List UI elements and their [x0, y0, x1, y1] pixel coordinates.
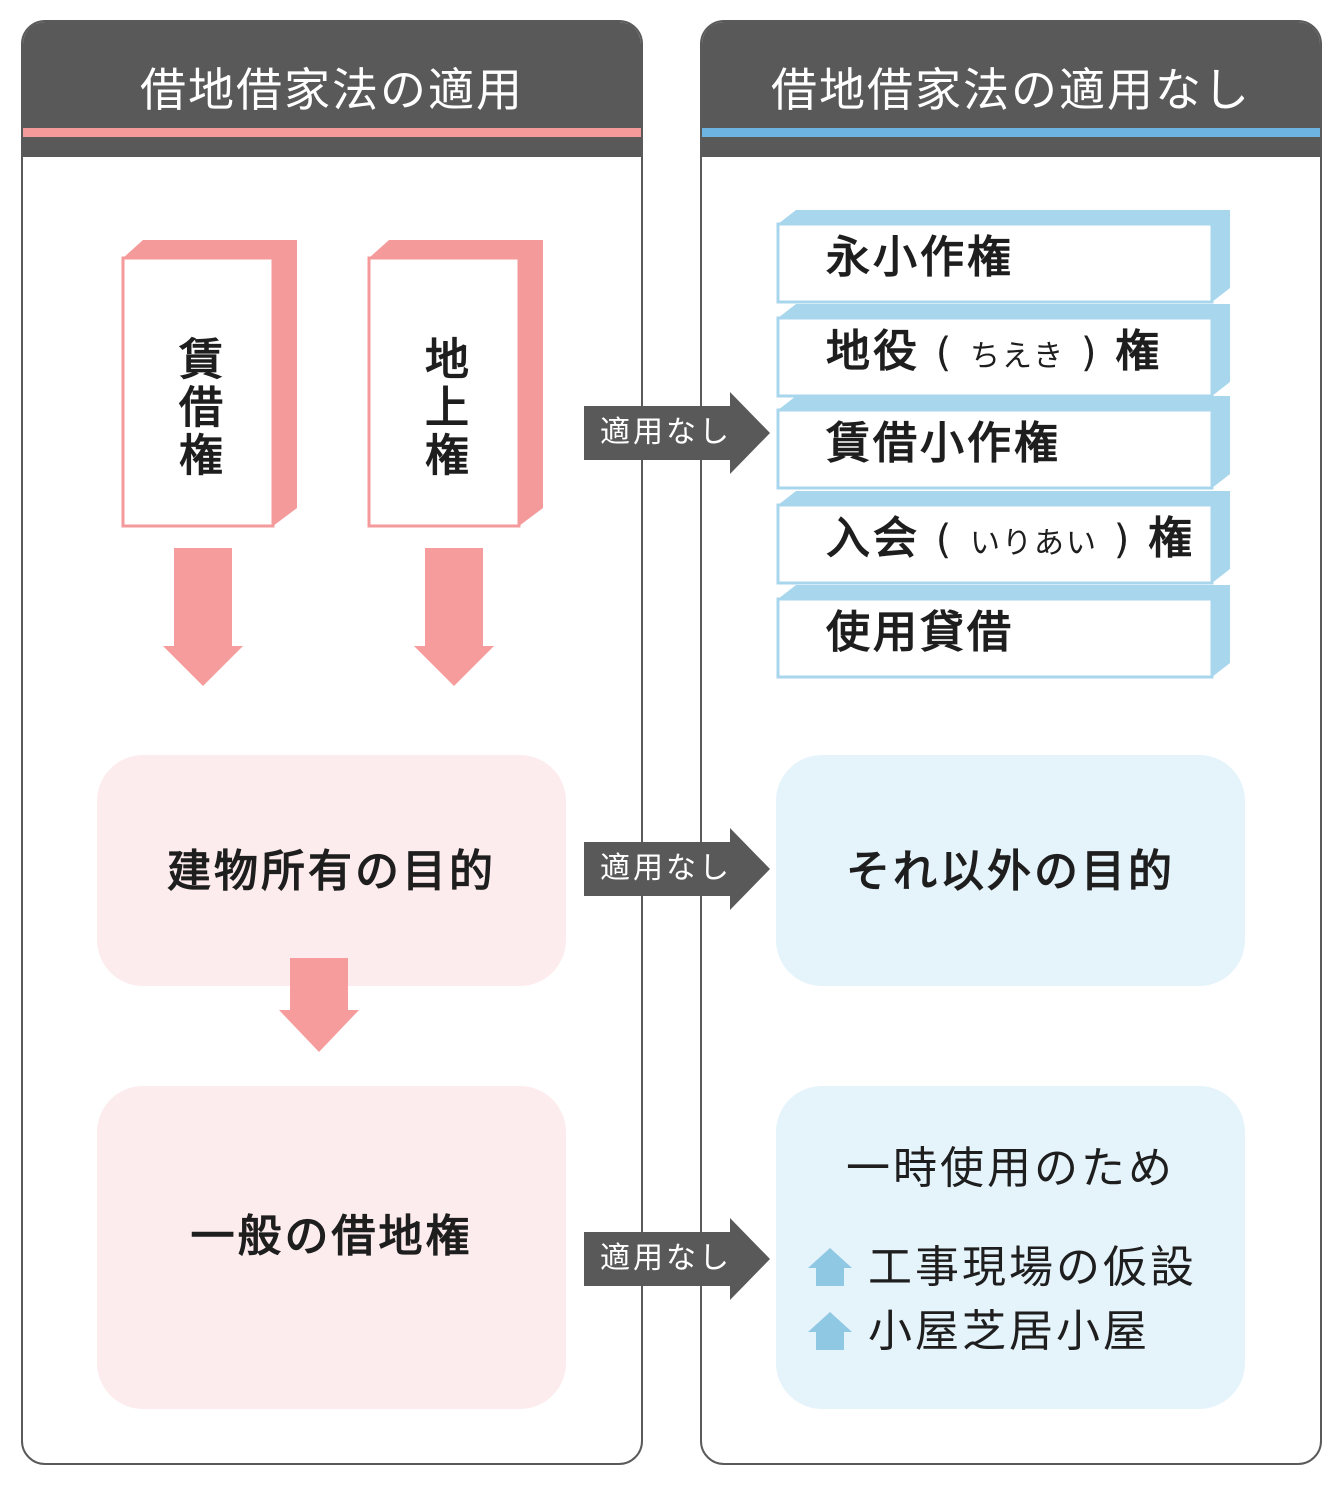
right-panel-title: 借地借家法の適用なし — [771, 63, 1251, 117]
result-label: 一般の借地権 — [190, 1211, 473, 1262]
down-arrow-icon — [414, 548, 494, 686]
arrow-label: 適用なし — [600, 415, 732, 450]
right-item-label: 賃借小作権 — [826, 418, 1061, 469]
general-leasehold-box: 一般の借地権 — [97, 1086, 566, 1409]
right-item-label: 永小作権 — [826, 232, 1014, 283]
left-header-accent-bar — [23, 128, 641, 137]
house-icon — [808, 1248, 852, 1286]
down-arrow-icon — [163, 548, 243, 686]
right-item-iriaiken: 入会 ( いりあい ) 権 — [776, 489, 1232, 585]
right-item-label: 使用貸借 — [826, 607, 1014, 658]
house-icon — [808, 1312, 852, 1350]
right-item-label: 地役 ( ちえき ) 権 — [826, 326, 1163, 377]
arrow-label: 適用なし — [600, 1241, 732, 1276]
right-header-accent-bar — [702, 128, 1320, 137]
temporary-use-item: 小屋芝居小屋 — [868, 1306, 1150, 1357]
not-applicable-arrow: 適用なし — [584, 828, 770, 910]
other-purpose-box: それ以外の目的 — [776, 755, 1245, 986]
right-item-chinshakukosakuken: 賃借小作権 — [776, 394, 1232, 490]
right-item-shiyoutaishaku: 使用貸借 — [776, 583, 1232, 679]
right-item-chiekiken: 地役 ( ちえき ) 権 — [776, 302, 1232, 398]
right-item-main: 地役 — [826, 326, 920, 377]
temporary-use-title: 一時使用のため — [846, 1143, 1175, 1194]
right-item-suffix: 権 — [1148, 513, 1196, 564]
right-item-main: 入会 — [826, 513, 920, 564]
arrow-label: 適用なし — [600, 851, 732, 886]
not-applicable-arrow: 適用なし — [584, 392, 770, 474]
down-arrow-icon — [279, 958, 359, 1052]
other-purpose-label: それ以外の目的 — [846, 846, 1175, 897]
temporary-use-item: 工事現場の仮設 — [868, 1242, 1197, 1293]
book-label: 地上権 — [417, 336, 468, 480]
building-ownership-purpose-box: 建物所有の目的 — [97, 755, 566, 986]
right-panel-header: 借地借家法の適用なし — [702, 22, 1320, 157]
book-label: 賃借権 — [171, 336, 222, 480]
reading-label: いりあい — [970, 526, 1099, 561]
book-chijouken: 地上権 — [367, 238, 543, 528]
left-panel-title: 借地借家法の適用 — [140, 63, 524, 117]
temporary-use-box: 一時使用のため — [776, 1086, 1245, 1409]
right-item-label: 入会 ( いりあい ) 権 — [826, 513, 1196, 564]
not-applicable-arrow: 適用なし — [584, 1218, 770, 1300]
right-item-eikosakuken: 永小作権 — [776, 208, 1232, 304]
right-item-suffix: 権 — [1115, 326, 1163, 377]
reading-label: ちえき — [970, 339, 1066, 374]
purpose-label: 建物所有の目的 — [167, 846, 496, 897]
book-chinshakuken: 賃借権 — [121, 238, 297, 528]
left-panel-header: 借地借家法の適用 — [23, 22, 641, 157]
